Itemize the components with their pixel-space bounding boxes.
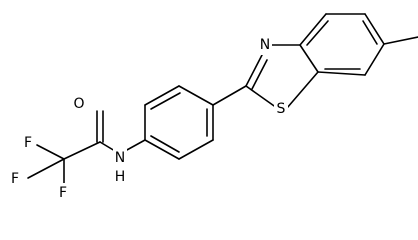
bond-c-n xyxy=(99,141,116,152)
label-bg-h xyxy=(113,167,127,187)
atom-o: O xyxy=(73,96,84,112)
bond-ph-thiazole xyxy=(212,85,247,106)
bond-c2-s xyxy=(245,85,278,109)
bond-c2-n-a xyxy=(245,54,263,87)
atom-f-left: F xyxy=(11,171,19,187)
bond-c3a-c4 xyxy=(299,13,327,46)
bond-cf-top xyxy=(36,144,65,160)
bond-ph-5 xyxy=(178,139,214,160)
bond-ph-inner-1 xyxy=(150,92,181,110)
label-bg-f-top xyxy=(21,133,35,153)
label-bg-n xyxy=(113,148,127,168)
atom-f-top: F xyxy=(24,135,32,151)
bond-c6-c7 xyxy=(364,43,385,76)
label-bg-s xyxy=(274,99,288,119)
label-bg-f-bottom xyxy=(56,183,70,203)
atom-h-amide: H xyxy=(115,169,126,185)
label-bg-n-ring xyxy=(258,35,272,55)
atom-n-thiazole: N xyxy=(260,37,270,53)
bond-methyl xyxy=(383,36,418,45)
label-bg-f-left xyxy=(8,169,22,189)
bond-ph-6 xyxy=(144,139,180,160)
bond-c-carbonyl xyxy=(63,141,101,160)
atom-f-bottom: F xyxy=(59,185,67,201)
bond-cf-left xyxy=(27,158,65,179)
structure-canvas: F F F O N H N S xyxy=(8,13,418,203)
atom-n-amide: N xyxy=(115,150,125,166)
bond-ph-inner-3 xyxy=(150,135,180,153)
atom-s-thiazole: S xyxy=(277,101,286,117)
label-bg-o xyxy=(72,94,86,114)
bond-benzo-inner-1 xyxy=(306,20,329,46)
bond-n-aryl xyxy=(124,139,146,152)
bond-c3a-c7a xyxy=(299,44,319,73)
bond-benzo-inner-2 xyxy=(362,20,378,45)
bond-ph-3 xyxy=(178,85,214,106)
bond-ph-2 xyxy=(144,85,180,106)
molecule-diagram: F F F O N H N S xyxy=(8,13,418,203)
bond-c2-n-b xyxy=(251,59,268,90)
bond-c5-c6 xyxy=(364,13,385,45)
bond-c7-c7a xyxy=(317,71,366,76)
bond-s-c7a xyxy=(286,71,319,109)
